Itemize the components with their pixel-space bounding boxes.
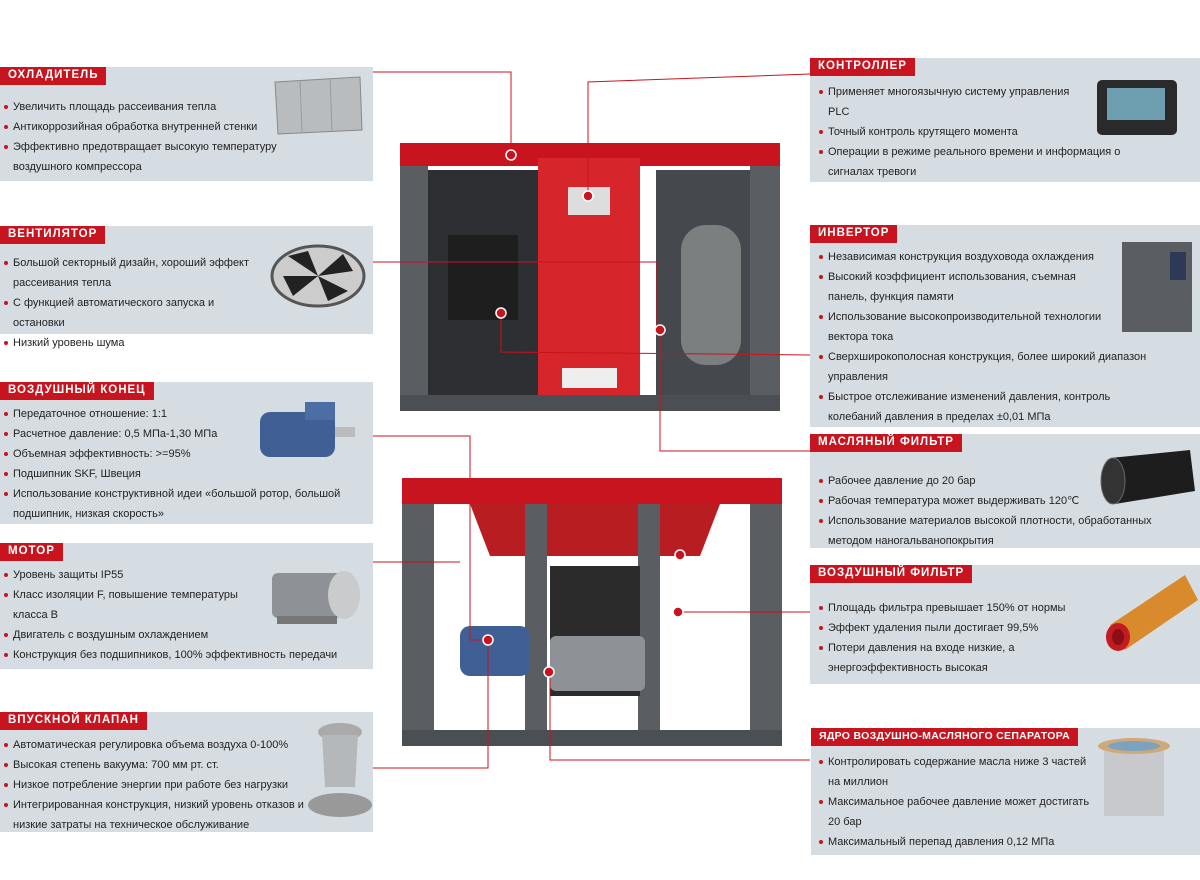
feature-item: Максимальное рабочее давление может дост… [815,792,1100,832]
inlet-valve-image [308,723,372,817]
panel-title: ВЕНТИЛЯТОР [0,226,106,244]
callout-line-separator [549,672,810,761]
feature-item: Высокая степень вакуума: 700 мм рт. ст. [0,755,320,775]
panel-inlet-valve: ВПУСКНОЙ КЛАПАН Автоматическая регулиров… [0,712,373,832]
callout-line-controller [587,73,811,196]
motor-image [272,571,360,624]
panel-title: ОХЛАДИТЕЛЬ [0,67,107,85]
cooler-image [274,76,363,135]
feature-item: Двигатель с воздушным охлаждением [0,625,365,645]
oil-filter-image [1100,450,1195,505]
panel-controller: КОНТРОЛЛЕР Применяет многоязычную систем… [810,58,1200,182]
panel-title: ВПУСКНОЙ КЛАПАН [0,712,147,730]
feature-item: Объемная эффективность: >=95% [0,444,365,464]
compressor-top-view [400,143,780,411]
feature-item: Низкое потребление энергии при работе бе… [0,775,320,795]
feature-item: С функцией автоматического запуска и ост… [0,293,265,333]
compressor-bottom-view [402,478,782,746]
callout-line-cooler [373,71,512,155]
panel-fan: ВЕНТИЛЯТОР Большой секторный дизайн, хор… [0,226,373,349]
panel-title: ВОЗДУШНЫЙ ФИЛЬТР [810,565,973,583]
feature-item: Подшипник SKF, Швеция [0,464,365,484]
panel-title: ЯДРО ВОЗДУШНО-МАСЛЯНОГО СЕПАРАТОРА [811,728,1078,746]
feature-item: Операции в режиме реального времени и ин… [815,142,1145,182]
panel-oil-filter: МАСЛЯНЫЙ ФИЛЬТР Рабочее давление до 20 б… [810,434,1200,548]
feature-item: Эффективно предотвращает высокую темпера… [0,137,290,177]
panel-title: КОНТРОЛЛЕР [810,58,915,76]
feature-item: Передаточное отношение: 1:1 [0,404,365,424]
inverter-image [1122,242,1192,332]
feature-item: Использование высокопроизводительной тех… [815,307,1115,347]
feature-item: Класс изоляции F, повышение температуры … [0,585,250,625]
feature-item: Применяет многоязычную систему управлени… [815,82,1085,122]
feature-item: Точный контроль крутящего момента [815,122,1145,142]
callout-line-air-end [373,435,488,641]
callout-line-inlet-valve [373,640,489,769]
controller-image [1097,80,1177,135]
feature-item: Уровень защиты IP55 [0,565,365,585]
feature-item: Низкий уровень шума [0,333,265,353]
feature-item: Площадь фильтра превышает 150% от нормы [815,598,1085,618]
callout-line-oil-filter [659,330,810,452]
feature-item: Использование конструктивной идеи «больш… [0,484,360,524]
feature-item: Конструкция без подшипников, 100% эффект… [0,645,365,665]
feature-item: Максимальный перепад давления 0,12 МПа [815,832,1110,852]
feature-item: Быстрое отслеживание изменений давления,… [815,387,1115,427]
panel-title: ВОЗДУШНЫЙ КОНЕЦ [0,382,154,400]
separator-image [1098,738,1170,816]
fan-image [270,244,366,308]
feature-item: Независимая конструкция воздуховода охла… [815,247,1200,267]
panel-title: МОТОР [0,543,63,561]
air-filter-image [1106,575,1198,651]
feature-item: Интегрированная конструкция, низкий уров… [0,795,310,835]
panel-air-filter: ВОЗДУШНЫЙ ФИЛЬТР Площадь фильтра превыша… [810,565,1200,684]
panel-separator: ЯДРО ВОЗДУШНО-МАСЛЯНОГО СЕПАРАТОРА Контр… [811,728,1200,855]
panel-inverter: ИНВЕРТОР Независимая конструкция воздухо… [810,225,1200,427]
feature-item: Использование материалов высокой плотнос… [815,511,1175,551]
feature-item: Потери давления на входе низкие, а энерг… [815,638,1035,678]
feature-item: Расчетное давление: 0,5 МПа-1,30 МПа [0,424,365,444]
feature-item: Большой секторный дизайн, хороший эффект… [0,253,265,293]
feature-item: Рабочее давление до 20 бар [815,471,1200,491]
panel-title: МАСЛЯНЫЙ ФИЛЬТР [810,434,962,452]
panel-air-end: ВОЗДУШНЫЙ КОНЕЦ Передаточное отношение: … [0,382,373,524]
panel-cooler: ОХЛАДИТЕЛЬ Увеличить площадь рассеивания… [0,67,373,181]
panel-title: ИНВЕРТОР [810,225,898,243]
feature-item: Контролировать содержание масла ниже 3 ч… [815,752,1095,792]
feature-item: Антикоррозийная обработка внутренней сте… [0,117,290,137]
feature-item: Эффект удаления пыли достигает 99,5% [815,618,1085,638]
air-end-image [260,402,355,457]
feature-item: Высокий коэффициент использования, съемн… [815,267,1085,307]
feature-item: Рабочая температура может выдерживать 12… [815,491,1200,511]
feature-item: Автоматическая регулировка объема воздух… [0,735,320,755]
callout-line-fan [373,261,658,330]
feature-item: Увеличить площадь рассеивания тепла [0,97,290,117]
feature-item: Сверхширокополосная конструкция, более ш… [815,347,1200,387]
callout-line-inverter [500,313,811,356]
